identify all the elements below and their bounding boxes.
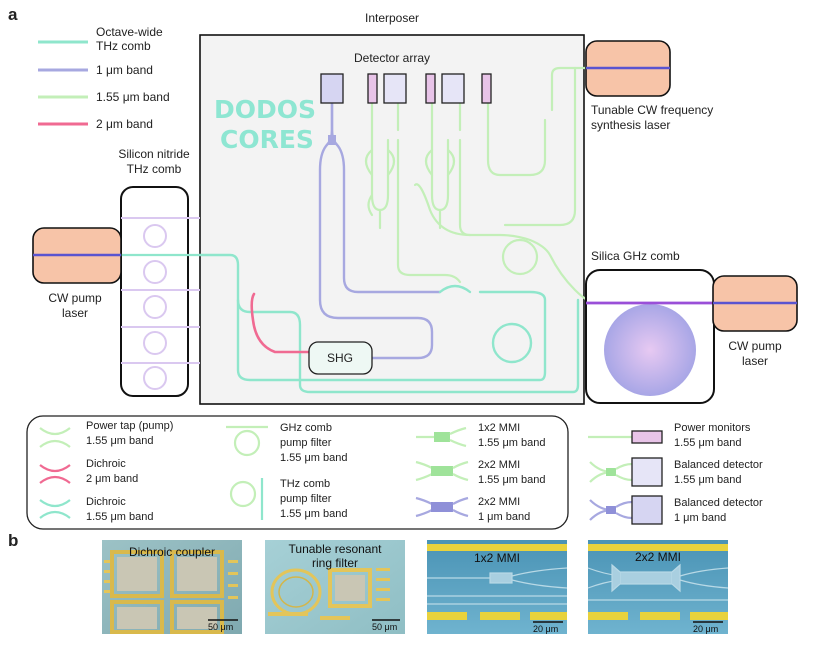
power-tap-icon xyxy=(39,427,71,448)
mmi-2x2-155-icon xyxy=(415,460,469,482)
cores-logo: CORES xyxy=(220,125,314,154)
thz-comb-label-2: THz comb xyxy=(127,162,182,176)
legend-icons-col3 xyxy=(415,426,469,518)
legend-bal-det-1um-2: 1 μm band xyxy=(674,512,726,524)
dichroic-155-icon xyxy=(39,499,71,519)
micrograph-2-scale: 50 μm xyxy=(372,622,397,632)
legend-power-monitor-1: Power monitors xyxy=(674,422,751,434)
shg-label: SHG xyxy=(327,351,353,365)
legend-mmi-2x2-1um-2: 1 μm band xyxy=(478,511,530,523)
micrograph-3-scale: 20 μm xyxy=(533,624,558,634)
legend-label-2um: 2 μm band xyxy=(96,117,153,131)
legend-icons-col2 xyxy=(226,425,268,520)
balanced-detector-155-1 xyxy=(383,73,407,104)
cw-pump-left-label-2: laser xyxy=(62,306,88,320)
waveguide-2um xyxy=(250,292,320,354)
thz-filter-ring-icon xyxy=(229,480,257,508)
legend-dichroic-155-1: Dichroic xyxy=(86,496,126,508)
legend-thz-filter-2: pump filter xyxy=(280,493,332,505)
legend-ghz-filter-2: pump filter xyxy=(280,437,332,449)
micrograph-3-title: 1x2 MMI xyxy=(474,551,520,565)
legend-label-1um: 1 μm band xyxy=(96,63,153,77)
mmi-1x2-icon xyxy=(416,426,467,448)
balanced-detector-155-icon xyxy=(589,457,663,487)
tunable-laser-label-1: Tunable CW frequency xyxy=(591,103,713,117)
power-monitor-1 xyxy=(367,73,378,104)
micrograph-2-title-2: ring filter xyxy=(312,556,358,570)
legend-ghz-filter-1: GHz comb xyxy=(280,422,332,434)
legend-bal-det-155-1: Balanced detector xyxy=(674,459,763,471)
detector-array-label: Detector array xyxy=(354,51,430,65)
thz-comb-label-1: Silicon nitride xyxy=(118,147,190,161)
micrograph-2-title: Tunable resonant xyxy=(289,542,383,556)
panel-label-b: b xyxy=(8,531,18,550)
legend-bal-det-1um-1: Balanced detector xyxy=(674,497,763,509)
dodos-logo: DODOS xyxy=(214,95,316,124)
micrograph-4-title: 2x2 MMI xyxy=(635,550,681,564)
legend-thz-filter-1: THz comb xyxy=(280,478,330,490)
tunable-laser-label-2: synthesis laser xyxy=(591,118,670,132)
micrograph-mmi-1x2: 1x2 MMI 20 μm xyxy=(427,540,568,634)
power-monitor-3 xyxy=(481,73,492,104)
ghz-filter-ring-icon xyxy=(233,429,261,457)
legend-dichroic-2um-1: Dichroic xyxy=(86,458,126,470)
legend-mmi-2x2-155-1: 2x2 MMI xyxy=(478,459,520,471)
micrograph-1-title: Dichroic coupler xyxy=(129,545,215,559)
waveguides-155um xyxy=(364,66,594,304)
legend-thz-filter-3: 1.55 μm band xyxy=(280,508,348,520)
legend-power-monitor-2: 1.55 μm band xyxy=(674,437,742,449)
legend-mmi-2x2-1um-1: 2x2 MMI xyxy=(478,496,520,508)
legend-ghz-filter-3: 1.55 μm band xyxy=(280,452,348,464)
legend-dichroic-155-2: 1.55 μm band xyxy=(86,511,154,523)
legend-bal-det-155-2: 1.55 μm band xyxy=(674,474,742,486)
micrograph-ring-filter: Tunable resonant ring filter 50 μm xyxy=(265,540,405,634)
top-legend: Octave-wide THz comb 1 μm band 1.55 μm b… xyxy=(38,25,170,131)
legend-mmi-1x2-2: 1.55 μm band xyxy=(478,437,546,449)
balanced-detector-1um xyxy=(320,73,344,104)
legend-dichroic-2um-2: 2 μm band xyxy=(86,473,138,485)
balanced-detector-155-2 xyxy=(441,73,465,104)
legend-power-tap-1: Power tap (pump) xyxy=(86,420,173,432)
micrograph-mmi-2x2: 2x2 MMI 20 μm xyxy=(587,540,729,634)
mmi-2x2-1um-icon xyxy=(415,496,469,518)
ghz-comb-label: Silica GHz comb xyxy=(591,249,680,263)
legend-mmi-2x2-155-2: 1.55 μm band xyxy=(478,474,546,486)
interposer-label: Interposer xyxy=(365,11,419,25)
legend-label-thz-2: THz comb xyxy=(96,39,151,53)
thz-comb-chip xyxy=(120,186,189,397)
power-monitor-2 xyxy=(425,73,436,104)
cw-pump-left-label-1: CW pump xyxy=(48,291,102,305)
waveguides-1um xyxy=(318,101,442,360)
micrograph-1-scale: 50 μm xyxy=(208,622,233,632)
legend-label-thz-1: Octave-wide xyxy=(96,25,163,39)
panel-label-a: a xyxy=(8,5,18,24)
legend-power-tap-2: 1.55 μm band xyxy=(86,435,154,447)
power-monitor-icon xyxy=(588,430,663,444)
waveguide-network xyxy=(198,66,594,394)
component-legend xyxy=(26,415,569,530)
dichroic-2um-icon xyxy=(39,464,71,484)
legend-icons-col1 xyxy=(39,427,71,519)
legend-mmi-1x2-1: 1x2 MMI xyxy=(478,422,520,434)
cw-pump-right-label-1: CW pump xyxy=(728,339,782,353)
cw-pump-right-label-2: laser xyxy=(742,354,768,368)
balanced-detector-1um-icon xyxy=(589,495,663,525)
legend-icons-col4 xyxy=(588,430,663,525)
micrograph-dichroic-coupler: Dichroic coupler 50 μm xyxy=(102,540,242,634)
micrograph-4-scale: 20 μm xyxy=(693,624,718,634)
legend-label-155um: 1.55 μm band xyxy=(96,90,170,104)
thz-comb-resonators xyxy=(121,217,200,390)
shg-block xyxy=(308,341,373,375)
ghz-resonator xyxy=(604,304,696,396)
waveguides-thz xyxy=(198,253,580,394)
